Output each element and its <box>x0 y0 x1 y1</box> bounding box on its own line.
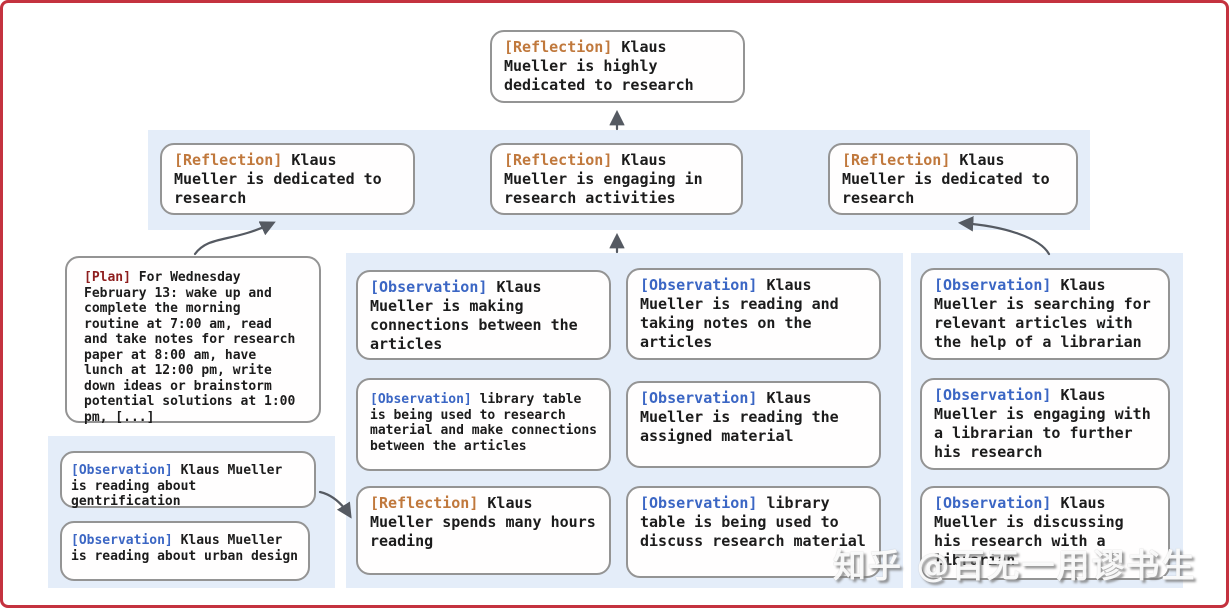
node-text: library table is being used to research … <box>370 392 597 454</box>
node-reflection-mid: [Reflection] Klaus Mueller is engaging i… <box>490 143 743 215</box>
node-obs-urban-design: [Observation] Klaus Mueller is reading a… <box>60 521 310 581</box>
reflection-tag: [Reflection] <box>842 151 951 169</box>
reflection-tag: [Reflection] <box>370 494 479 512</box>
node-text: Klaus Mueller is engaging in research ac… <box>504 151 703 207</box>
node-text: Klaus Mueller is discussing his research… <box>934 494 1124 569</box>
node-text: library table is being used to discuss r… <box>640 494 866 550</box>
node-text: Klaus Mueller is reading the assigned ma… <box>640 389 839 445</box>
node-obs-searching-articles: [Observation] Klaus Mueller is searching… <box>920 268 1170 360</box>
node-obs-connections: [Observation] Klaus Mueller is making co… <box>356 270 611 360</box>
observation-tag: [Observation] <box>370 278 488 296</box>
observation-tag: [Observation] <box>71 463 173 478</box>
reflection-tag: [Reflection] <box>504 38 613 56</box>
node-text: Klaus Mueller is reading and taking note… <box>640 276 839 351</box>
node-obs-library-discuss: [Observation] library table is being use… <box>626 486 881 578</box>
node-reflection-hours: [Reflection] Klaus Mueller spends many h… <box>356 486 611 575</box>
zhihu-watermark: 知乎 @百无一用谬书生 <box>833 546 1197 585</box>
node-reflection-right: [Reflection] Klaus Mueller is dedicated … <box>828 143 1078 215</box>
plan-tag: [Plan] <box>84 270 131 285</box>
reflection-tag: [Reflection] <box>174 151 283 169</box>
node-text: Klaus Mueller spends many hours reading <box>370 494 596 550</box>
node-text: Klaus Mueller is searching for relevant … <box>934 276 1151 351</box>
reflection-tag: [Reflection] <box>504 151 613 169</box>
node-obs-gentrification: [Observation] Klaus Mueller is reading a… <box>60 451 316 509</box>
node-obs-discussing-research: [Observation] Klaus Mueller is discussin… <box>920 486 1170 580</box>
node-text: Klaus Mueller is dedicated to research <box>842 151 1050 207</box>
observation-tag: [Observation] <box>370 392 472 407</box>
node-obs-library-research: [Observation] library table is being use… <box>356 378 611 471</box>
observation-tag: [Observation] <box>934 494 1052 512</box>
node-text: Klaus Mueller is dedicated to research <box>174 151 382 207</box>
observation-tag: [Observation] <box>934 386 1052 404</box>
observation-tag: [Observation] <box>71 533 173 548</box>
node-obs-taking-notes: [Observation] Klaus Mueller is reading a… <box>626 268 881 360</box>
node-text: Klaus Mueller is making connections betw… <box>370 278 578 353</box>
node-text: Klaus Mueller is reading about urban des… <box>71 533 298 564</box>
observation-tag: [Observation] <box>640 494 758 512</box>
node-reflection-left: [Reflection] Klaus Mueller is dedicated … <box>160 143 415 215</box>
node-text: Klaus Mueller is reading about gentrific… <box>71 463 283 509</box>
node-text: For Wednesday February 13: wake up and c… <box>84 270 296 425</box>
node-text: Klaus Mueller is engaging with a librari… <box>934 386 1151 461</box>
node-text: Klaus Mueller is highly dedicated to res… <box>504 38 694 94</box>
observation-tag: [Observation] <box>640 389 758 407</box>
node-plan: [Plan] For Wednesday February 13: wake u… <box>65 256 321 425</box>
observation-tag: [Observation] <box>934 276 1052 294</box>
node-top-reflection: [Reflection] Klaus Mueller is highly ded… <box>490 30 745 103</box>
observation-tag: [Observation] <box>640 276 758 294</box>
node-obs-assigned-material: [Observation] Klaus Mueller is reading t… <box>626 381 881 468</box>
node-obs-engaging-librarian: [Observation] Klaus Mueller is engaging … <box>920 378 1170 470</box>
